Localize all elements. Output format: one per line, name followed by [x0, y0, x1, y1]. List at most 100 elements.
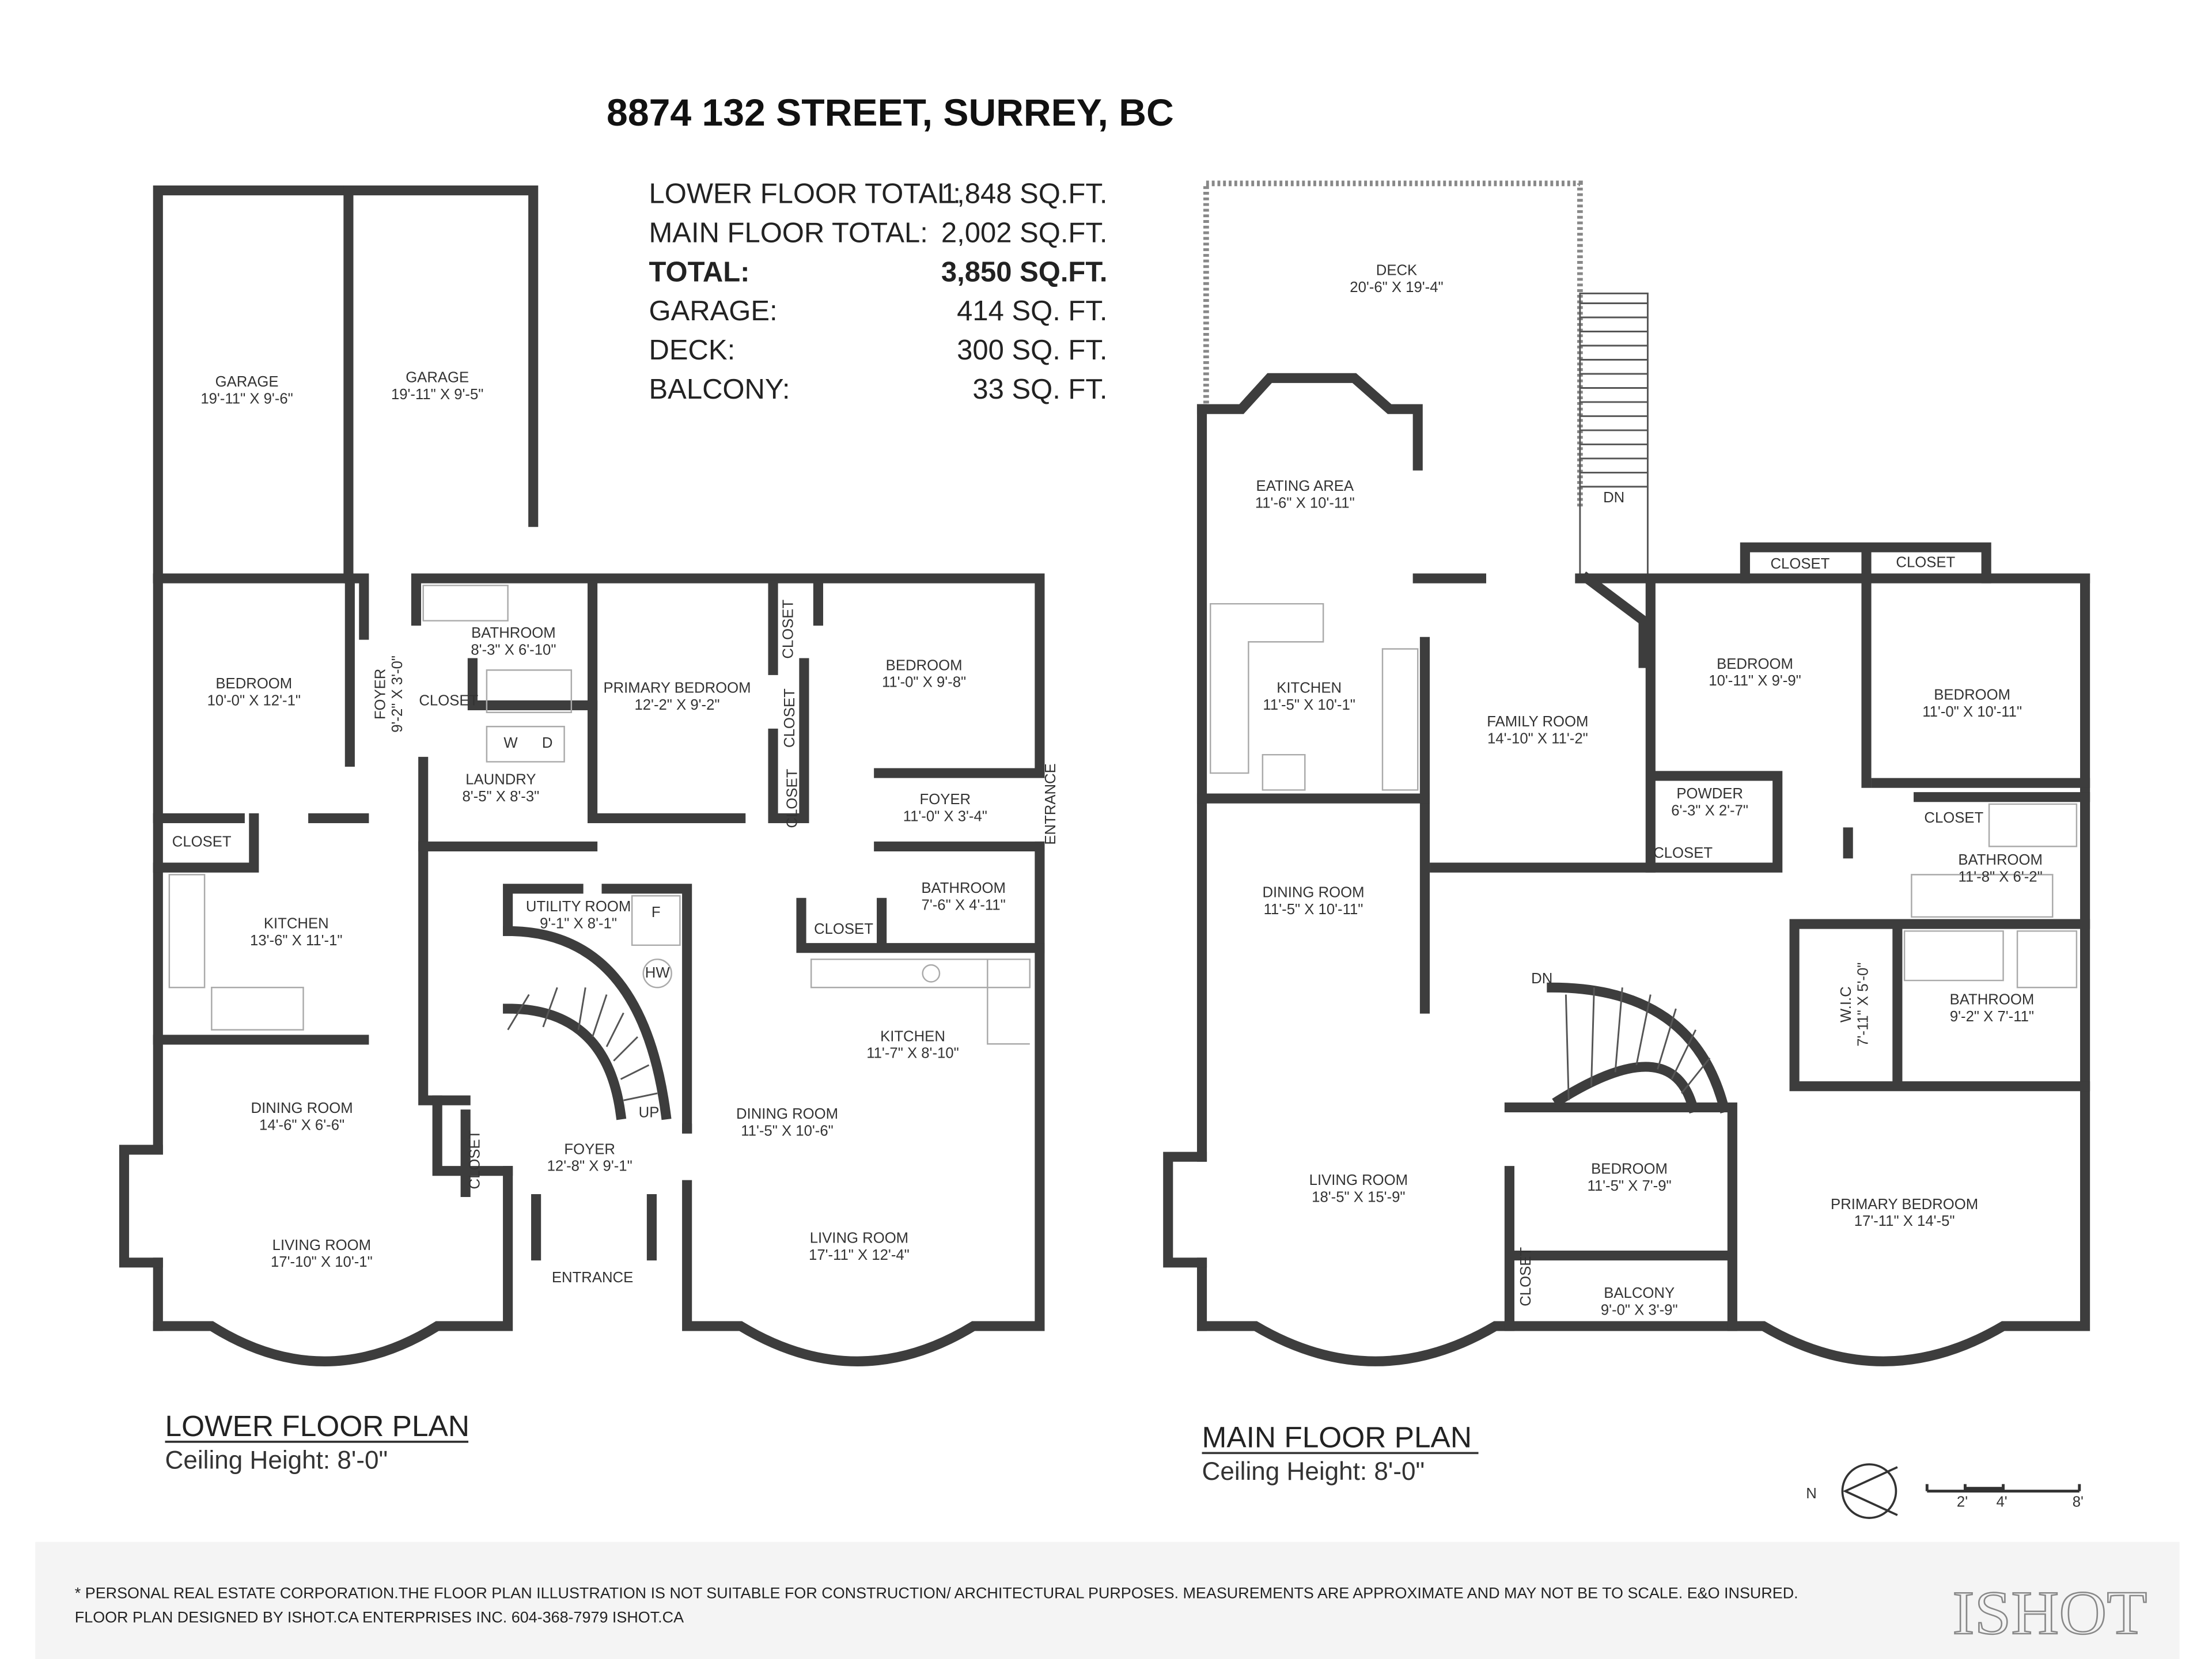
room-name: POWDER: [1676, 786, 1743, 802]
room-name: W.I.C: [1838, 986, 1854, 1022]
room-name: GARAGE: [406, 370, 469, 386]
room-name: CLOSET: [1924, 810, 1983, 826]
summary-label: MAIN FLOOR TOTAL:: [649, 217, 928, 248]
room-dimensions: 11'-7" X 8'-10": [866, 1046, 959, 1062]
scale-bar: 2' 4' 8': [1925, 1484, 2084, 1510]
furnace-label: F: [652, 904, 661, 921]
room-dimensions: 9'-2" X 7'-11": [1950, 1009, 2034, 1025]
room-name: UTILITY ROOM: [526, 899, 631, 915]
scale-tick: 4': [1997, 1494, 2008, 1510]
room-name: PRIMARY BEDROOM: [603, 680, 751, 696]
room-name: CLOSET: [419, 692, 478, 709]
footer-band: [35, 1541, 2180, 1659]
room-name: CLOSET: [172, 834, 232, 850]
ishot-logo: ISHOT: [1952, 1579, 2147, 1647]
room-name: CLOSET: [785, 768, 801, 828]
footer-disclaimer: * PERSONAL REAL ESTATE CORPORATION.THE F…: [75, 1585, 1798, 1602]
room-name: EATING AREA: [1256, 478, 1354, 494]
room-name: FOYER: [564, 1141, 615, 1157]
area-summary: LOWER FLOOR TOTAL:1,848 SQ.FT. MAIN FLOOR…: [649, 179, 1108, 405]
room-name: BATHROOM: [921, 880, 1006, 896]
room-label: KITCHEN 11'-7" X 8'-10": [866, 1028, 959, 1061]
summary-value: 33 SQ. FT.: [972, 374, 1107, 405]
main-floor-walls: [1163, 180, 2090, 1366]
room-dimensions: 8'-3" X 6'-10": [471, 642, 556, 658]
room-name: CLOSET: [780, 600, 796, 659]
hot-water-label: HW: [645, 965, 671, 981]
room-label: W.I.C7'-11" X 5'-0": [1838, 963, 1871, 1047]
room-label: CLOSET: [1770, 556, 1830, 572]
room-dimensions: 13'-6" X 11'-1": [250, 933, 342, 949]
lower-floor-walls: [119, 185, 1045, 1366]
footer-credit: FLOOR PLAN DESIGNED BY ISHOT.CA ENTERPRI…: [75, 1608, 684, 1626]
washer-label: W: [503, 735, 518, 751]
room-label: CLOSET: [785, 768, 801, 828]
room-name: CLOSET: [1653, 845, 1713, 861]
room-dimensions: 11'-5" X 10'-11": [1264, 902, 1363, 918]
room-dimensions: 7'-11" X 5'-0": [1855, 963, 1871, 1047]
room-label: CLOSET: [1924, 810, 1983, 826]
summary-value: 1,848 SQ.FT.: [941, 179, 1108, 210]
summary-label: LOWER FLOOR TOTAL:: [649, 179, 961, 210]
room-name: LIVING ROOM: [1309, 1172, 1408, 1188]
room-dimensions: 9'-2" X 3'-0": [389, 656, 406, 733]
room-name: BEDROOM: [1717, 656, 1793, 672]
room-label: ENTRANCE: [1043, 763, 1059, 844]
room-name: BALCONY: [1604, 1285, 1675, 1301]
room-name: BATHROOM: [471, 625, 556, 641]
room-name: BATHROOM: [1958, 852, 2043, 868]
room-dimensions: 11'-5" X 7'-9": [1587, 1178, 1671, 1194]
room-name: CLOSET: [1518, 1247, 1534, 1306]
room-name: DINING ROOM: [1262, 885, 1364, 901]
room-dimensions: 14'-10" X 11'-2": [1487, 731, 1588, 747]
room-name: BEDROOM: [1591, 1161, 1668, 1177]
property-address: 8874 132 STREET, SURREY, BC: [607, 92, 1174, 134]
deck-stairs-down-label: DN: [1603, 490, 1624, 506]
north-label: N: [1806, 1486, 1817, 1502]
room-name: BEDROOM: [215, 676, 292, 692]
room-label: ENTRANCE: [552, 1270, 633, 1286]
room-dimensions: 9'-1" X 8'-1": [540, 915, 617, 931]
room-name: LAUNDRY: [465, 772, 536, 788]
room-dimensions: 11'-6" X 10'-11": [1255, 495, 1355, 512]
room-dimensions: 8'-5" X 8'-3": [462, 789, 539, 805]
room-label: FOYER9'-2" X 3'-0": [373, 656, 406, 733]
room-name: DINING ROOM: [736, 1106, 838, 1122]
room-label: CLOSET: [419, 692, 478, 709]
room-dimensions: 11'-5" X 10'-1": [1263, 697, 1355, 713]
room-name: KITCHEN: [880, 1028, 945, 1044]
room-dimensions: 19'-11" X 9'-6": [200, 391, 293, 407]
stairs-down-label: DN: [1531, 971, 1552, 987]
summary-value: 300 SQ. FT.: [957, 335, 1107, 366]
room-dimensions: 17'-11" X 12'-4": [809, 1247, 910, 1263]
room-name: CLOSET: [1896, 554, 1955, 570]
room-name: BEDROOM: [1934, 687, 2010, 703]
room-name: CLOSET: [814, 921, 873, 937]
summary-label: TOTAL:: [649, 256, 750, 287]
summary-value: 3,850 SQ.FT.: [941, 256, 1108, 287]
room-label: CLOSET: [1518, 1247, 1534, 1306]
room-name: FOYER: [373, 669, 389, 720]
lower-floor-ceiling: Ceiling Height: 8'-0": [165, 1446, 388, 1474]
